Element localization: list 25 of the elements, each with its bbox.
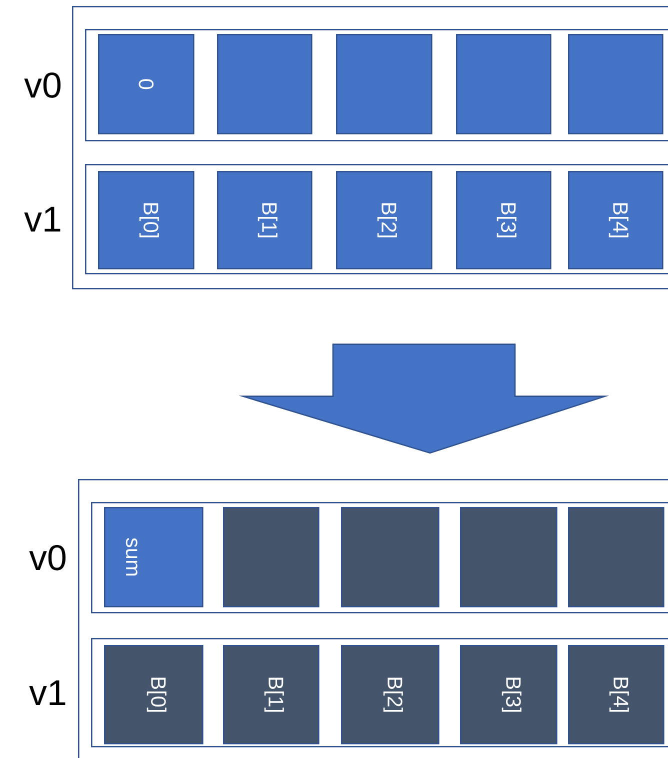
cell-box <box>568 507 664 608</box>
cell-box: B[0] <box>104 645 204 744</box>
cell-box: sum <box>104 507 204 608</box>
block-arrow <box>238 344 610 454</box>
cell-box: B[3] <box>460 645 558 744</box>
cell-box: B[2] <box>336 171 432 270</box>
cell-box: 0 <box>98 34 194 134</box>
node-label: v1 <box>24 206 60 232</box>
cell-box: B[3] <box>456 171 552 270</box>
cell-box <box>336 34 432 134</box>
cell-box <box>223 507 320 608</box>
node-label: v0 <box>29 544 66 570</box>
cell-box: B[1] <box>223 645 320 744</box>
cell-box: B[2] <box>341 645 440 744</box>
cell-box <box>460 507 558 608</box>
node-label: v1 <box>29 680 66 705</box>
cell-box: B[1] <box>217 171 312 270</box>
cell-box <box>341 507 440 608</box>
cell-box <box>217 34 312 134</box>
cell-box <box>568 34 664 134</box>
cell-box: B[4] <box>568 645 664 744</box>
cell-box <box>456 34 552 134</box>
cell-box: B[0] <box>98 171 194 270</box>
cell-box: B[4] <box>568 171 664 270</box>
node-label: v0 <box>24 72 61 98</box>
